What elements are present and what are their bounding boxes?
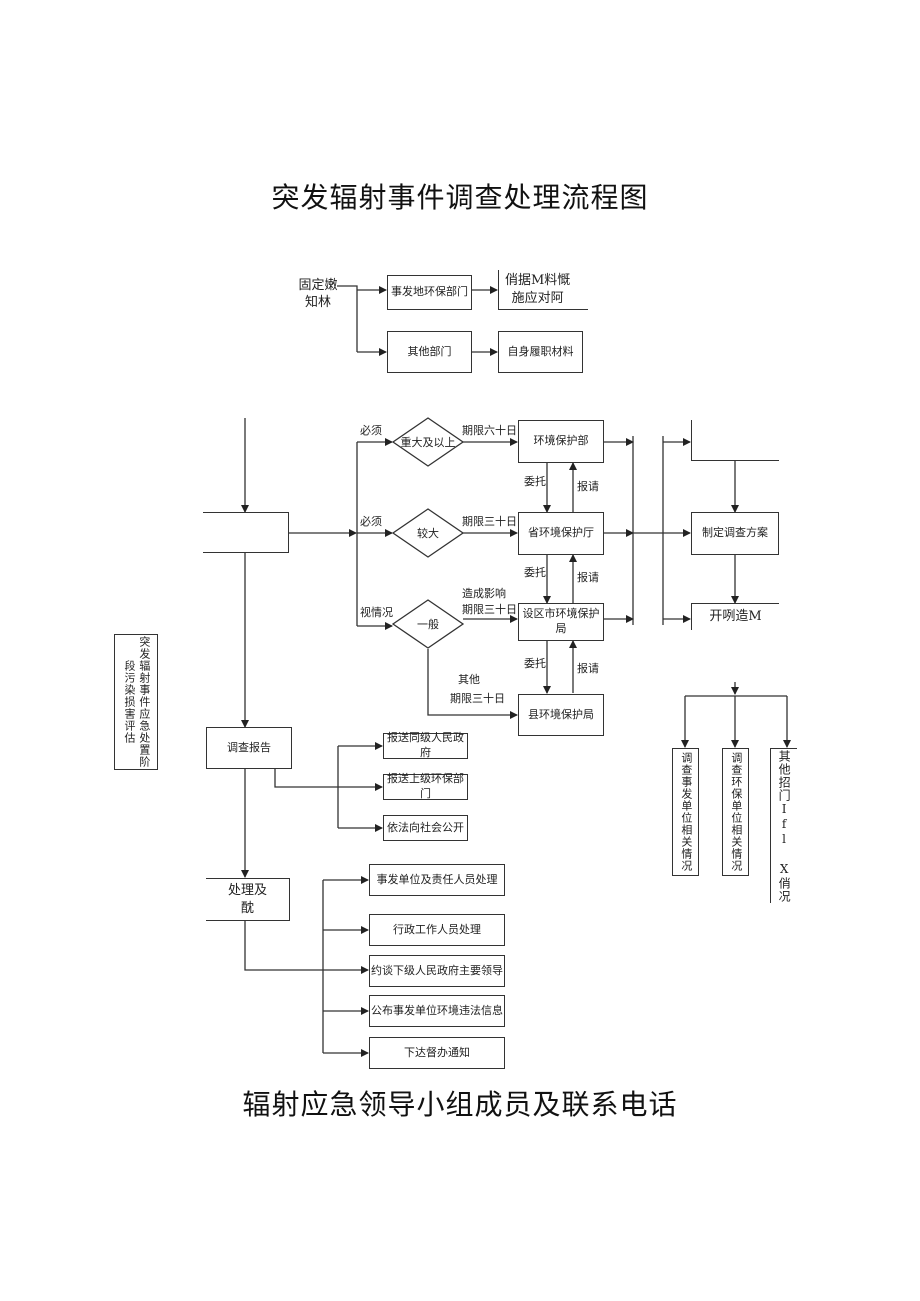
label-request-3: 报请 [577,662,599,675]
handling-1-label: 事发单位及责任人员处理 [376,872,498,886]
report-upper-box: 报送上级环保部门 [383,772,468,800]
survey-other-label: 其他招门Ifl X俏况 [777,749,792,903]
label-entrust-3: 委托 [524,657,546,670]
self-material-label: 自身履职材料 [507,344,574,358]
label-entrust-2: 委托 [524,566,546,579]
diamond-major [391,417,465,467]
data-collect-box: 俏据M料慨 施应对阿 [498,270,588,310]
survey-env-label: 调查环保单位相关情况 [729,752,743,872]
phase-assess-label: 突发辐射事件应急处置阶段污染损害评估 [123,636,151,768]
survey-report-box: 调查报告 [206,727,292,769]
handling-5-label: 下达督办通知 [404,1045,470,1059]
county-env-box: 县环境保护局 [518,694,604,736]
survey-other-box: 其他招门Ifl X俏况 [770,748,797,903]
diamond-larger [391,508,465,558]
diamond-general-label: 一般 [417,618,439,631]
env-dept-label: 事发地环保部门 [391,285,468,299]
report-upper-label: 报送上级环保部门 [387,772,464,800]
report-out [274,769,338,788]
label-other: 其他 [458,673,480,686]
env-ministry-label: 环境保护部 [533,434,589,448]
handling-2-label: 行政工作人员处理 [393,922,481,936]
fixed-source-notice: 固定嫩 知林 [298,278,338,310]
make-plan-box: 制定调查方案 [691,512,779,555]
label-request-2: 报请 [577,571,599,584]
city-env-box: 设区市环境保护局 [518,603,604,641]
diamond-larger-label: 较大 [417,527,439,540]
handling-5-box: 下达督办通知 [369,1037,505,1069]
public-label: 依法向社会公开 [387,820,464,834]
handling-4-box: 公布事发单位环境违法信息 [369,995,505,1027]
label-limit-60: 期限六十日 [462,424,517,437]
prov-env-box: 省环境保护厅 [518,512,604,555]
survey-env-box: 调查环保单位相关情况 [722,748,749,876]
start-survey-label: 开咧造M [709,609,762,625]
handling-4-label: 公布事发单位环境违法信息 [371,1003,503,1017]
phase-assess-box: 突发辐射事件应急处置阶段污染损害评估 [114,634,158,770]
label-must-1: 必须 [360,424,382,437]
diamond-major-label: 重大及以上 [400,436,456,449]
env-ministry-box: 环境保护部 [518,420,604,463]
data-collect-label: 俏据M料慨 施应对阿 [505,272,571,306]
start-survey-box: 开咧造M [691,603,779,630]
handling-label: 处理及 酖 [227,882,267,916]
other-dept-label: 其他部门 [407,344,452,358]
prep-box [691,420,779,461]
entry-box [203,512,289,553]
prov-env-label: 省环境保护厅 [528,526,594,540]
handling-out [244,921,323,971]
label-limit-30-a: 期限三十日 [462,515,517,528]
label-depending: 视情况 [360,606,393,619]
other-dept-box: 其他部门 [387,331,472,373]
label-limit-30-c: 期限三十日 [450,692,505,705]
county-env-label: 县环境保护局 [528,707,594,721]
label-entrust-1: 委托 [524,475,546,488]
arrow-general-county [427,649,518,719]
report-gov-box: 报送同级人民政府 [383,731,468,759]
handling-1-box: 事发单位及责任人员处理 [369,864,505,896]
public-box: 依法向社会公开 [383,815,468,841]
handling-box: 处理及 酖 [206,878,290,921]
section-title: 辐射应急领导小组成员及联系电话 [242,1088,678,1121]
label-impact: 造成影响 [462,587,506,600]
self-material-box: 自身履职材料 [498,331,583,373]
survey-unit-box: 调查事发单位相关情况 [672,748,699,876]
diamond-general [391,599,465,649]
survey-unit-label: 调查事发单位相关情况 [679,752,693,872]
label-request-1: 报请 [577,480,599,493]
env-dept-box: 事发地环保部门 [387,275,472,310]
label-limit-30-b: 期限三十日 [462,603,517,616]
page-title: 突发辐射事件调查处理流程图 [271,181,649,214]
connector-notice-split [337,285,358,352]
handling-2-box: 行政工作人员处理 [369,914,505,946]
survey-report-label: 调查报告 [227,740,271,754]
handling-3-label: 约谈下级人民政府主要领导 [371,963,503,977]
make-plan-label: 制定调查方案 [702,526,768,540]
city-env-label: 设区市环境保护局 [522,607,600,635]
report-gov-label: 报送同级人民政府 [387,731,464,759]
handling-3-box: 约谈下级人民政府主要领导 [369,955,505,987]
label-must-2: 必须 [360,515,382,528]
